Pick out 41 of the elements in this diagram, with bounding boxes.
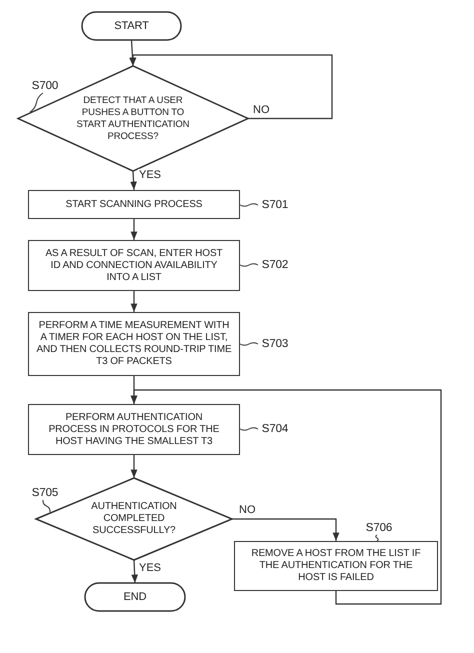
process-box <box>28 404 240 455</box>
step-text: DETECT THAT A USER PUSHES A BUTTON TO START AUTHENTICATION PROCESS? <box>76 94 190 142</box>
arrow <box>129 40 136 66</box>
step-number: S704 <box>262 422 288 436</box>
step-text: PERFORM A TIME MEASUREMENT WITH A TIMER FOR EACH HOST ON THE LIST, AND THEN COLLECTS ROUND-TRIP TIME T3 OF PACKETS <box>36 320 232 368</box>
edge-label: YES <box>138 169 162 181</box>
arrow <box>130 389 442 605</box>
step-number: S701 <box>262 198 288 212</box>
step-text: AUTHENTICATION COMPLETED SUCCESSFULLY? <box>90 501 178 537</box>
step-number: S702 <box>262 258 288 272</box>
step-number: S705 <box>32 486 58 500</box>
edge-label: YES <box>138 562 162 574</box>
arrow <box>130 291 138 312</box>
edge-label: NO <box>238 504 256 516</box>
step-number: S703 <box>262 338 288 350</box>
leader-line <box>42 500 51 513</box>
arrow <box>130 170 137 190</box>
leader-line <box>240 203 258 207</box>
process-box <box>28 190 240 219</box>
arrow <box>130 219 138 240</box>
arrow <box>130 54 333 120</box>
step-number: S706 <box>366 522 392 534</box>
process-box <box>28 240 240 291</box>
step-number: S700 <box>32 80 58 92</box>
leader-line <box>375 534 379 542</box>
edge-label: NO <box>252 104 270 116</box>
leader-line <box>240 427 258 431</box>
step-text: AS A RESULT OF SCAN, ENTER HOST ID AND CONNECTION AVAILABILITY INTO A LIST <box>44 248 224 284</box>
process-box <box>234 541 438 591</box>
step-text: END <box>124 591 146 603</box>
step-text: PERFORM AUTHENTICATION PROCESS IN PROTOCOLS FOR THE HOST HAVING THE SMALLEST T3 <box>48 412 220 448</box>
step-text: REMOVE A HOST FROM THE LIST IF THE AUTHENTICATION FOR THE HOST IS FAILED <box>251 548 421 584</box>
arrow <box>232 518 340 541</box>
arrow <box>131 560 138 584</box>
leader-line <box>240 342 258 346</box>
step-text: START SCANNING PROCESS <box>66 198 202 210</box>
step-text: START <box>114 20 149 32</box>
process-box <box>28 312 240 376</box>
arrow <box>130 455 138 478</box>
leader-line <box>30 92 44 113</box>
leader-line <box>240 263 258 267</box>
